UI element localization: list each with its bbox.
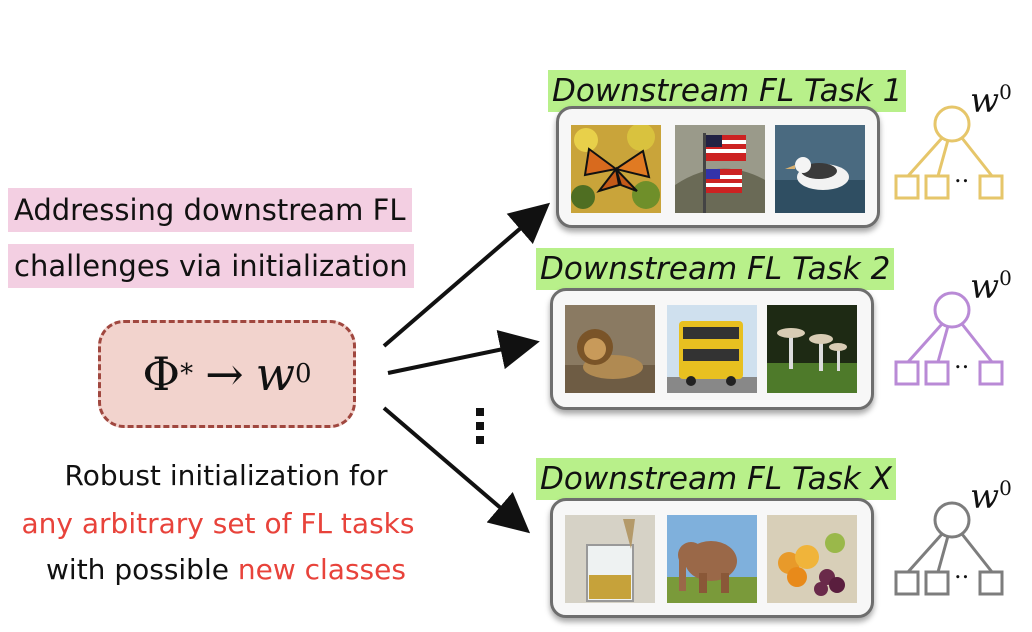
heading-line-1: Addressing downstream FL: [8, 188, 412, 232]
task-1-image-box: [556, 106, 880, 228]
task-2-label: Downstream FL Task 2: [536, 248, 895, 290]
task-2-tree-icon: [894, 291, 1004, 386]
phi-star: *: [180, 359, 194, 389]
butterfly-image: [571, 125, 661, 213]
mushrooms-image: [767, 305, 857, 393]
arrow-to-task-x: [382, 406, 531, 534]
task-2-w: w: [970, 266, 1000, 307]
w-symbol: w: [255, 347, 296, 401]
elephant-image: [667, 515, 757, 603]
fruit-bowl-image: [767, 515, 857, 603]
task-x-leaf-dots: ..: [954, 556, 970, 584]
task-x-image-box: [550, 498, 874, 618]
task-1-leaf-dots: ..: [954, 160, 970, 188]
w-superscript: 0: [295, 359, 312, 389]
task-x-label: Downstream FL Task X: [536, 458, 896, 500]
caption-line-3: with possible new classes: [0, 546, 452, 594]
task-x-weight-label: w0: [970, 476, 1012, 516]
arrow-to-task-1: [382, 202, 551, 348]
beaker-image: [565, 515, 655, 603]
formula-arrow: →: [205, 347, 244, 401]
albatross-image: [775, 125, 865, 213]
task-2-leaf-dots: ..: [954, 346, 970, 374]
task-2-w-sup: 0: [999, 266, 1012, 290]
task-1-label: Downstream FL Task 1: [548, 70, 907, 112]
caption-line-3-prefix: with possible: [46, 553, 238, 586]
task-x-w: w: [970, 476, 1000, 517]
flags-image: [675, 125, 765, 213]
task-x-tree-icon: [894, 501, 1004, 596]
caption-line-2: any arbitrary set of FL tasks: [21, 507, 415, 540]
caption-new-classes: new classes: [237, 553, 406, 586]
task-1-w: w: [970, 80, 1000, 121]
task-1-tree-icon: [894, 105, 1004, 200]
task-x-w-sup: 0: [999, 476, 1012, 500]
arrow-to-task-2: [387, 329, 540, 375]
bus-image: [667, 305, 757, 393]
lion-image: [565, 305, 655, 393]
ellipsis-dots: [476, 408, 484, 450]
task-1-w-sup: 0: [999, 80, 1012, 104]
task-1-weight-label: w0: [970, 80, 1012, 120]
task-2-image-box: [550, 288, 874, 410]
caption-line-1: Robust initialization for: [64, 459, 388, 492]
phi-symbol: Φ: [142, 347, 181, 401]
task-2-weight-label: w0: [970, 266, 1012, 306]
heading-line-2: challenges via initialization: [8, 244, 414, 288]
